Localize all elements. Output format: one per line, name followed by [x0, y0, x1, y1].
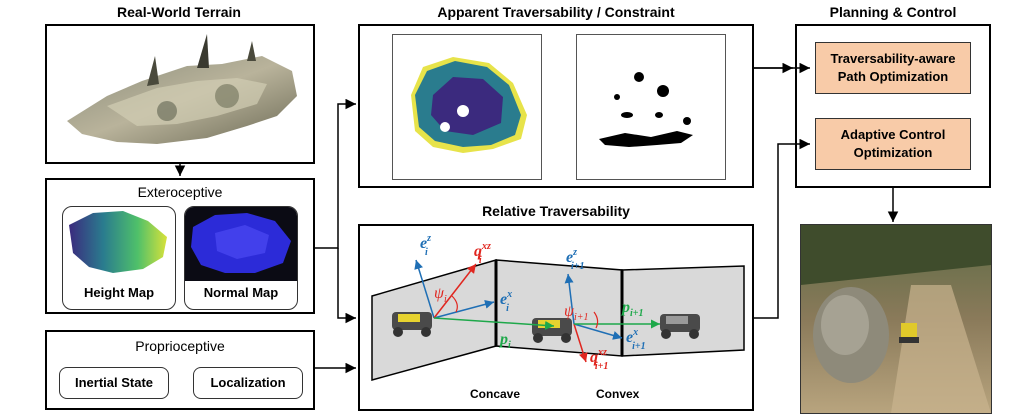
normal-map-label: Normal Map [203, 285, 279, 300]
inertial-state-box: Inertial State [59, 367, 169, 399]
terrain-image [67, 34, 297, 144]
label-p-i: pi [498, 331, 511, 351]
constraint-map [576, 34, 726, 180]
apparent-panel [358, 24, 754, 188]
label-p-i1: pi+1 [620, 299, 643, 319]
traversability-map [392, 34, 542, 180]
normal-map-image [185, 207, 297, 281]
terrain-title: Real-World Terrain [117, 4, 241, 20]
terrain-panel [45, 24, 315, 164]
height-map-label: Height Map [83, 285, 155, 300]
height-map-card: Height Map [62, 206, 176, 310]
localization-box: Localization [193, 367, 303, 399]
convex-label: Convex [596, 387, 640, 401]
label-psi-i: ψi [434, 285, 447, 305]
control-optimization-box: Adaptive Control Optimization [815, 118, 971, 170]
result-image [800, 224, 992, 414]
robot-i2 [660, 314, 700, 339]
proprioceptive-title: Proprioceptive [135, 338, 225, 354]
planning-panel: Traversability-aware Path Optimization A… [795, 24, 991, 188]
planning-title: Planning & Control [829, 4, 957, 20]
normal-map-card: Normal Map [184, 206, 298, 310]
plane-middle [495, 259, 623, 357]
exteroceptive-title: Exteroceptive [137, 184, 223, 200]
relative-title: Relative Traversability [482, 203, 630, 219]
robot-i [392, 312, 432, 337]
concave-label: Concave [470, 387, 520, 401]
plane-left [371, 259, 497, 381]
label-psi-i1: ψi+1 [564, 303, 588, 323]
height-map-image [69, 211, 167, 273]
proprioceptive-panel: Proprioceptive Inertial State Localizati… [45, 330, 315, 410]
apparent-title: Apparent Traversability / Constraint [437, 4, 675, 20]
path-optimization-box: Traversability-aware Path Optimization [815, 42, 971, 94]
exteroceptive-panel: Exteroceptive Height Map Normal Map [45, 178, 315, 314]
